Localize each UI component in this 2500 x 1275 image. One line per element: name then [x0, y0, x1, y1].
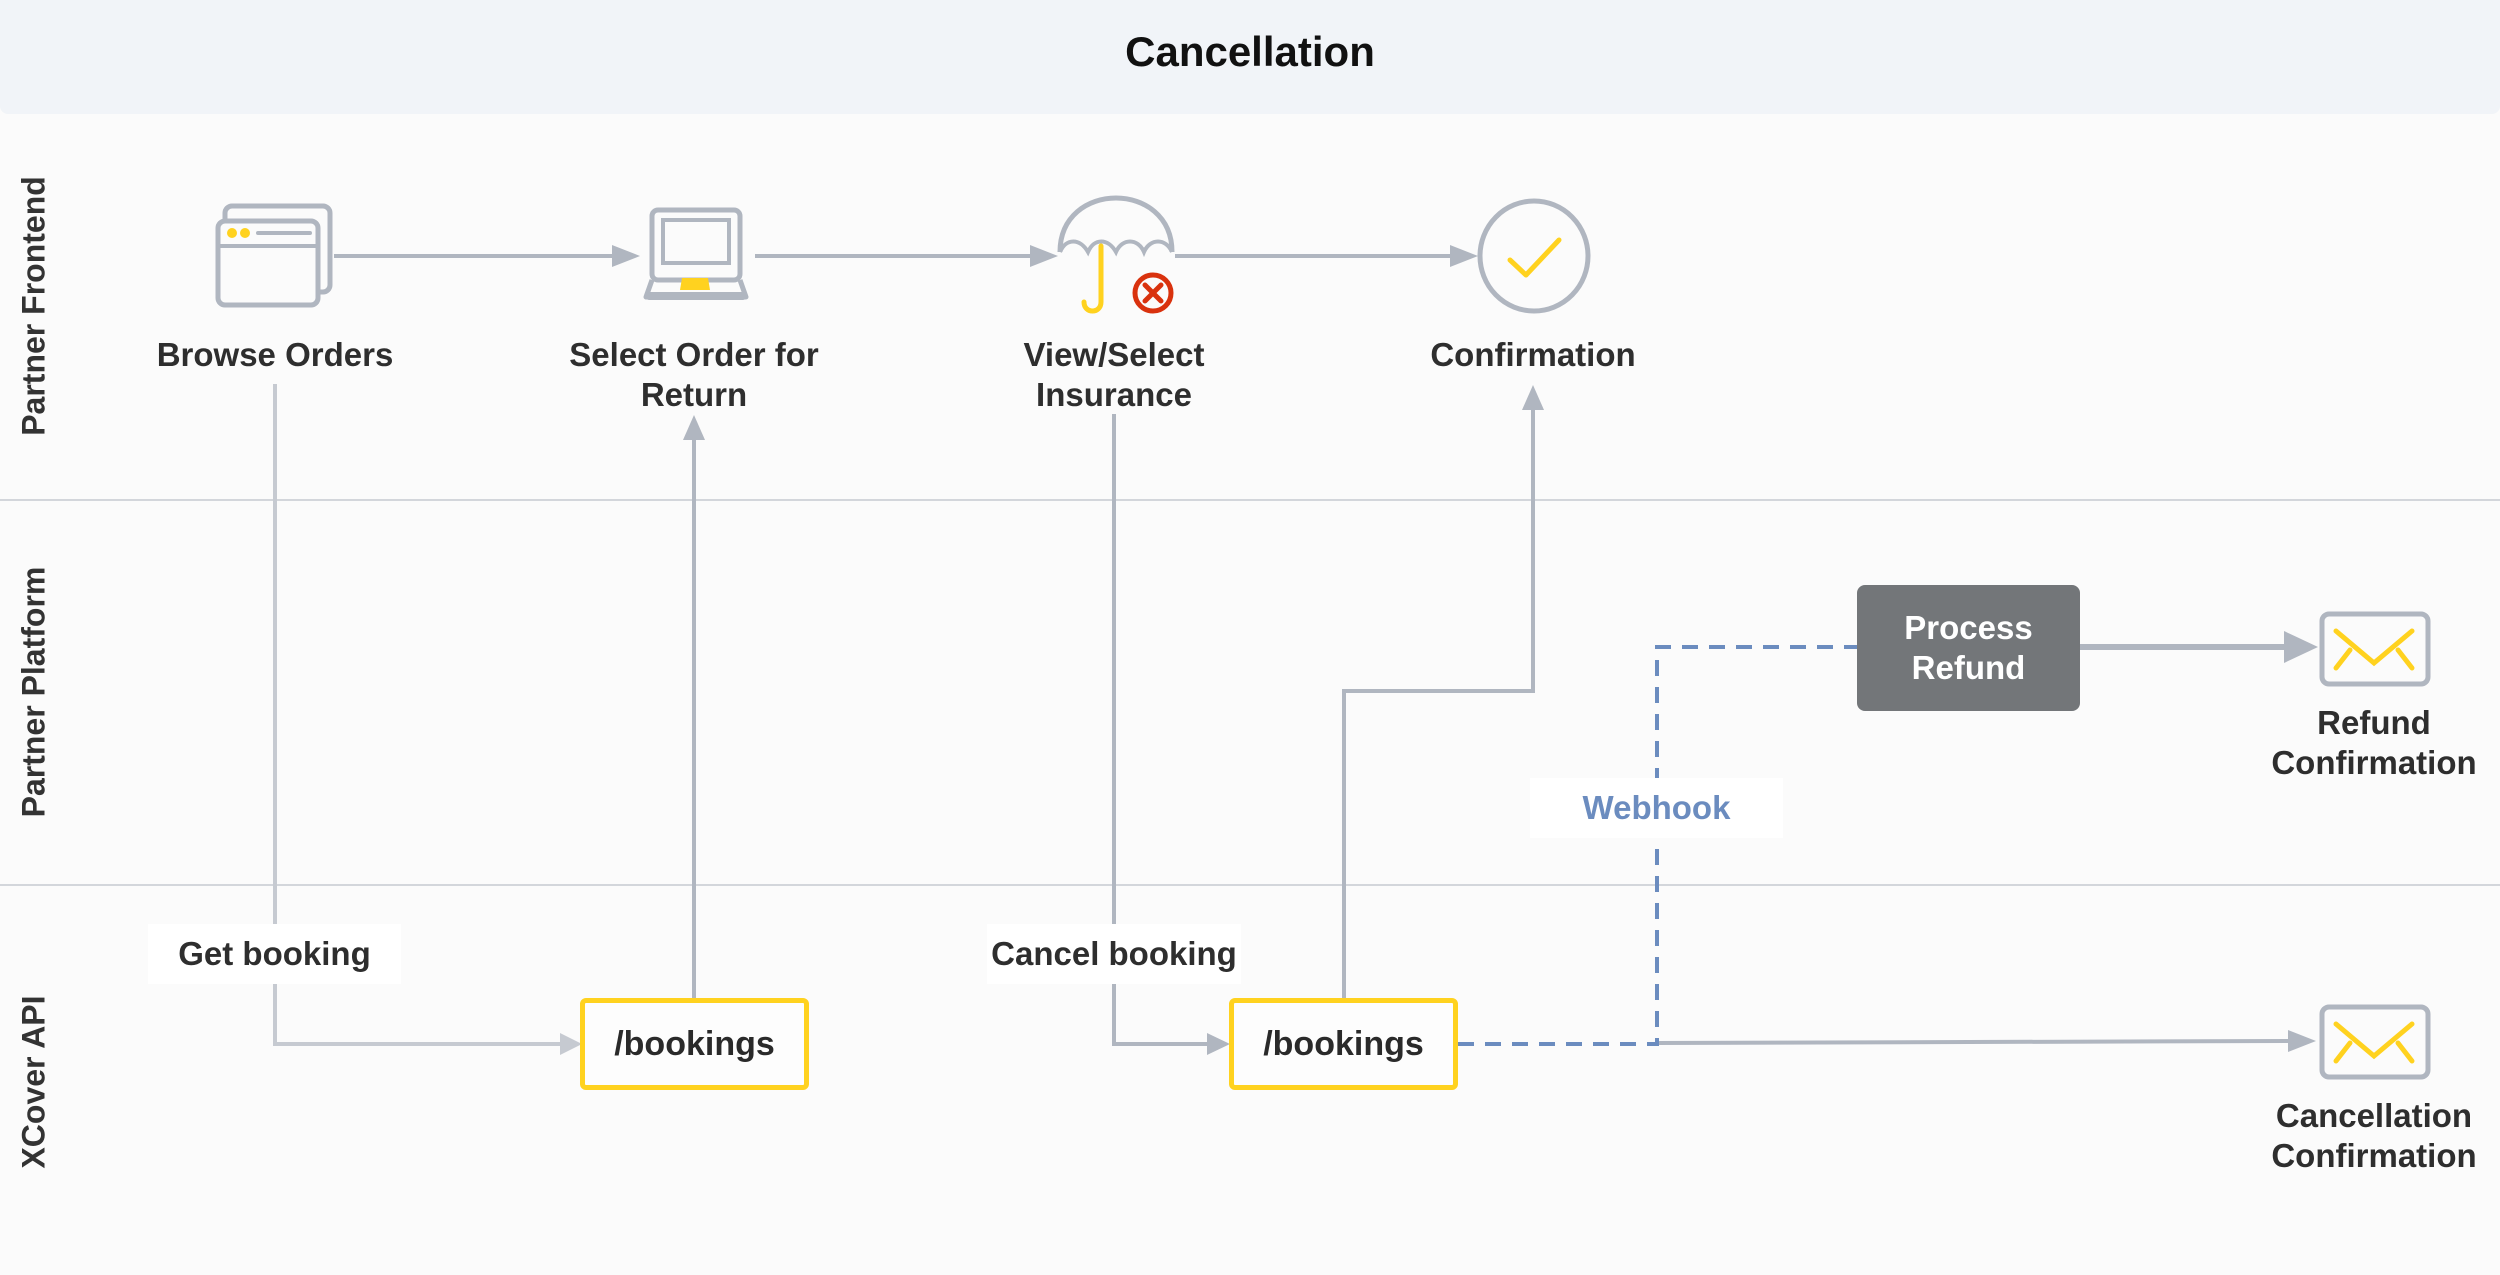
process-label-line: Refund: [1911, 649, 2026, 686]
edge-insurance-to-confirmation: [1175, 245, 1478, 267]
envelope-icon: [2319, 611, 2431, 687]
edge-browse-to-select: [334, 245, 640, 267]
check-circle-icon: [1477, 198, 1591, 314]
edge-bookings-to-select: [683, 415, 705, 1000]
laptop-icon: [643, 207, 749, 300]
node-browse-orders[interactable]: Browse Orders: [157, 335, 394, 375]
lane-divider: [0, 884, 2500, 886]
diagram-title: Cancellation: [1125, 28, 1375, 75]
node-label-line: Return: [640, 376, 748, 413]
header-bar: Cancellation: [0, 0, 2500, 114]
node-label-line: Confirmation: [2271, 1137, 2477, 1174]
envelope-icon: [2319, 1004, 2431, 1080]
edge-bookings-to-confirmation: [1342, 385, 1544, 1000]
edge-refund-to-refund-confirmation: [2080, 631, 2318, 663]
edge-webhook: [1458, 645, 1857, 1046]
browser-window-icon: [215, 203, 333, 308]
node-label-line: Refund: [2317, 704, 2431, 741]
node-label: Browse Orders: [156, 336, 394, 373]
edge-label-get-booking: Get booking: [148, 924, 401, 984]
node-label-line: Insurance: [1036, 376, 1192, 413]
bookings-endpoint-get[interactable]: /bookings: [580, 998, 809, 1090]
node-confirmation[interactable]: Confirmation: [1430, 335, 1635, 375]
process-label-line: Process: [1904, 609, 2033, 646]
edge-insurance-cancel-booking: [1112, 414, 1230, 1055]
edge-label-cancel-booking: Cancel booking: [987, 924, 1241, 984]
node-cancellation-confirmation[interactable]: Cancellation Confirmation: [2271, 1096, 2476, 1176]
node-select-order[interactable]: Select Order for Return: [569, 335, 818, 415]
edge-label-webhook: Webhook: [1530, 778, 1783, 838]
bookings-endpoint-cancel[interactable]: /bookings: [1229, 998, 1458, 1090]
edge-select-to-insurance: [755, 245, 1058, 267]
umbrella-cancel-icon: [1057, 195, 1175, 314]
node-view-insurance[interactable]: View/Select Insurance: [1023, 335, 1204, 415]
process-refund-box[interactable]: Process Refund: [1857, 585, 2080, 711]
node-label-line: Confirmation: [2271, 744, 2477, 781]
edge-bookings-to-cancellation-confirmation: [1657, 1030, 2316, 1052]
node-refund-confirmation[interactable]: Refund Confirmation: [2271, 703, 2476, 783]
edge-browse-get-booking: [273, 384, 582, 1055]
node-label-line: View/Select: [1023, 336, 1205, 373]
node-label-line: Cancellation: [2275, 1097, 2473, 1134]
node-label-line: Select Order for: [569, 336, 819, 373]
lane-divider: [0, 499, 2500, 501]
node-label: Confirmation: [1430, 336, 1636, 373]
